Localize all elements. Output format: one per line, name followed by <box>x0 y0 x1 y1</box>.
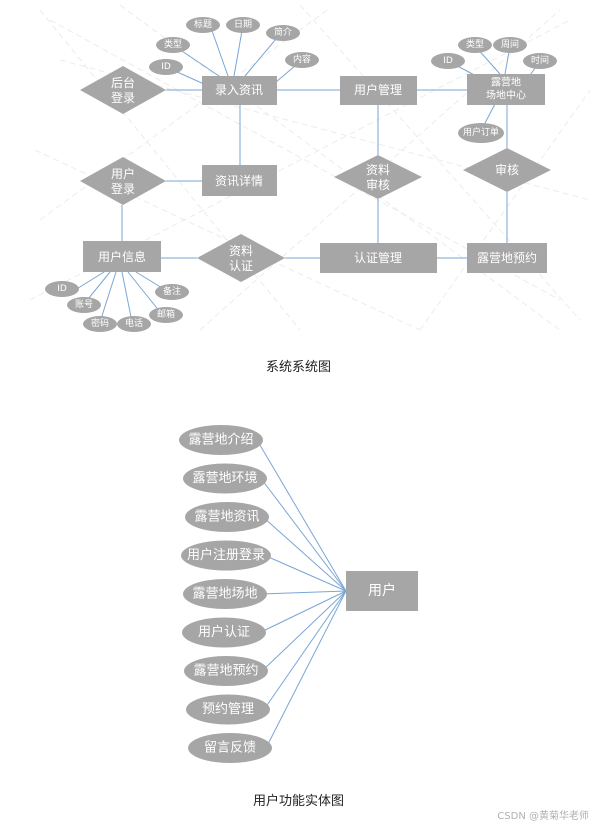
user-item-label: 露营地预约 <box>193 664 258 679</box>
relation-user-login-line1: 用户 <box>111 166 135 181</box>
user-entity-label: 用户 <box>368 582 396 599</box>
entity-record-news <box>202 76 277 105</box>
entity-record-news-label: 录入资讯 <box>215 83 263 97</box>
system-diagram-caption: 系统系统图 <box>265 360 331 375</box>
ui-phone-ellipse <box>117 316 151 332</box>
user-item-ellipse <box>188 733 272 763</box>
relation-admin-login-line1: 后台 <box>111 75 135 90</box>
camp-id-ellipse <box>431 53 465 69</box>
user-connector-lines <box>256 439 347 749</box>
ui-email-text: 邮箱 <box>157 308 175 320</box>
connector-lines <box>74 24 541 323</box>
ui-password-text: 密码 <box>91 317 109 329</box>
user-item-label: 露营地介绍 <box>188 433 253 448</box>
user-item-connector <box>261 590 347 672</box>
entity-camp-center-line2: 场地中心 <box>486 89 526 102</box>
relation-data-auth <box>197 234 285 282</box>
entity-auth-manage-label: 认证管理 <box>354 250 402 265</box>
entity-auth-manage <box>320 243 437 273</box>
ui-phone-text: 电话 <box>125 317 143 329</box>
user-item-ellipse <box>185 502 269 532</box>
entity-user-info <box>83 241 161 272</box>
attr-content-ellipse <box>285 52 319 68</box>
entity-camp-booking-label: 露营地预约 <box>477 250 537 265</box>
user-item-label: 露营地环境 <box>192 471 257 486</box>
user-item-connector <box>256 439 347 592</box>
attr-type-ellipse <box>156 37 190 53</box>
user-item-ellipse <box>183 579 267 609</box>
user-item-connector <box>260 590 347 595</box>
camp-time-ellipse <box>523 53 557 69</box>
camp-week-ellipse <box>493 37 527 53</box>
relation-data-auth-line1: 资料 <box>229 244 253 258</box>
relation-data-review-line2: 审核 <box>366 177 390 192</box>
user-entity-box <box>346 571 418 611</box>
user-item-connector <box>263 590 347 710</box>
relation-data-review <box>334 155 422 199</box>
ui-id-ellipse <box>45 281 79 297</box>
ui-id-text: ID <box>57 284 67 294</box>
relation-admin-login-line2: 登录 <box>111 90 135 105</box>
user-item-label: 露营地场地 <box>192 587 257 602</box>
user-item-ellipse <box>186 694 270 725</box>
relation-review-label: 审核 <box>495 162 519 177</box>
camp-week-text: 周间 <box>501 38 519 50</box>
relation-data-review-line1: 资料 <box>366 163 390 177</box>
attr-date-ellipse <box>226 17 260 33</box>
entity-news-detail <box>202 165 277 196</box>
ui-account-ellipse <box>67 297 101 313</box>
system-er-diagram: 标题 日期 类型 简介 ID 内容 类型 周间 ID 时间 用户订单 ID 账号… <box>29 4 591 332</box>
user-item-connector <box>259 590 347 633</box>
attr-title-ellipse <box>186 17 220 33</box>
user-item-ellipse <box>183 463 267 494</box>
user-diagram-caption: 用户功能实体图 <box>252 794 344 809</box>
user-item-ellipse <box>179 425 263 455</box>
entity-user-info-label: 用户信息 <box>98 249 146 264</box>
user-item-label: 用户认证 <box>198 624 250 640</box>
user-item-ellipse <box>181 540 271 571</box>
attr-brief-ellipse <box>266 25 300 41</box>
user-item-connector <box>260 478 347 592</box>
attr-type-text: 类型 <box>164 38 182 50</box>
attr-title-text: 标题 <box>194 18 212 30</box>
attr-content-text: 内容 <box>293 53 311 65</box>
csdn-watermark: CSDN @黄菊华老师 <box>497 811 589 822</box>
ui-email-ellipse <box>149 307 183 323</box>
user-item-label: 露营地资讯 <box>194 510 259 525</box>
entity-camp-booking <box>467 243 547 273</box>
user-item-connector <box>264 555 347 592</box>
attr-id-ellipse <box>149 59 183 75</box>
camp-type-text: 类型 <box>466 38 484 50</box>
user-order-text: 用户订单 <box>463 126 499 138</box>
user-function-diagram: 用户 露营地介绍露营地环境露营地资讯用户注册登录露营地场地用户认证露营地预约预约… <box>179 425 418 763</box>
relation-data-auth-line2: 认证 <box>229 259 253 273</box>
camp-time-text: 时间 <box>531 54 549 66</box>
entity-camp-center <box>467 74 545 105</box>
camp-type-ellipse <box>458 37 492 53</box>
entity-user-manage-label: 用户管理 <box>354 82 402 97</box>
attr-brief-text: 简介 <box>274 26 292 38</box>
attr-id-text: ID <box>161 62 171 72</box>
ui-note-ellipse <box>155 284 189 300</box>
entity-user-manage <box>340 76 417 105</box>
attr-date-text: 日期 <box>234 19 252 30</box>
entity-camp-center-line1: 露营地 <box>491 76 521 89</box>
user-item-connector <box>265 590 347 749</box>
user-item-label: 留言反馈 <box>204 741 256 756</box>
ui-password-ellipse <box>83 316 117 332</box>
relation-user-login <box>80 157 166 205</box>
user-item-connector <box>262 516 347 592</box>
relation-admin-login <box>80 66 166 114</box>
user-item-ellipse <box>182 617 266 648</box>
user-order-ellipse <box>458 123 504 143</box>
user-item-label: 用户注册登录 <box>187 547 265 563</box>
ui-account-text: 账号 <box>75 299 93 310</box>
entity-news-detail-label: 资讯详情 <box>215 173 263 188</box>
camp-id-text: ID <box>443 56 453 66</box>
user-item-ellipse <box>184 656 268 686</box>
relation-user-login-line2: 登录 <box>111 181 135 196</box>
relation-review <box>463 148 551 192</box>
user-item-label: 预约管理 <box>202 702 254 717</box>
ui-note-text: 备注 <box>163 285 181 297</box>
